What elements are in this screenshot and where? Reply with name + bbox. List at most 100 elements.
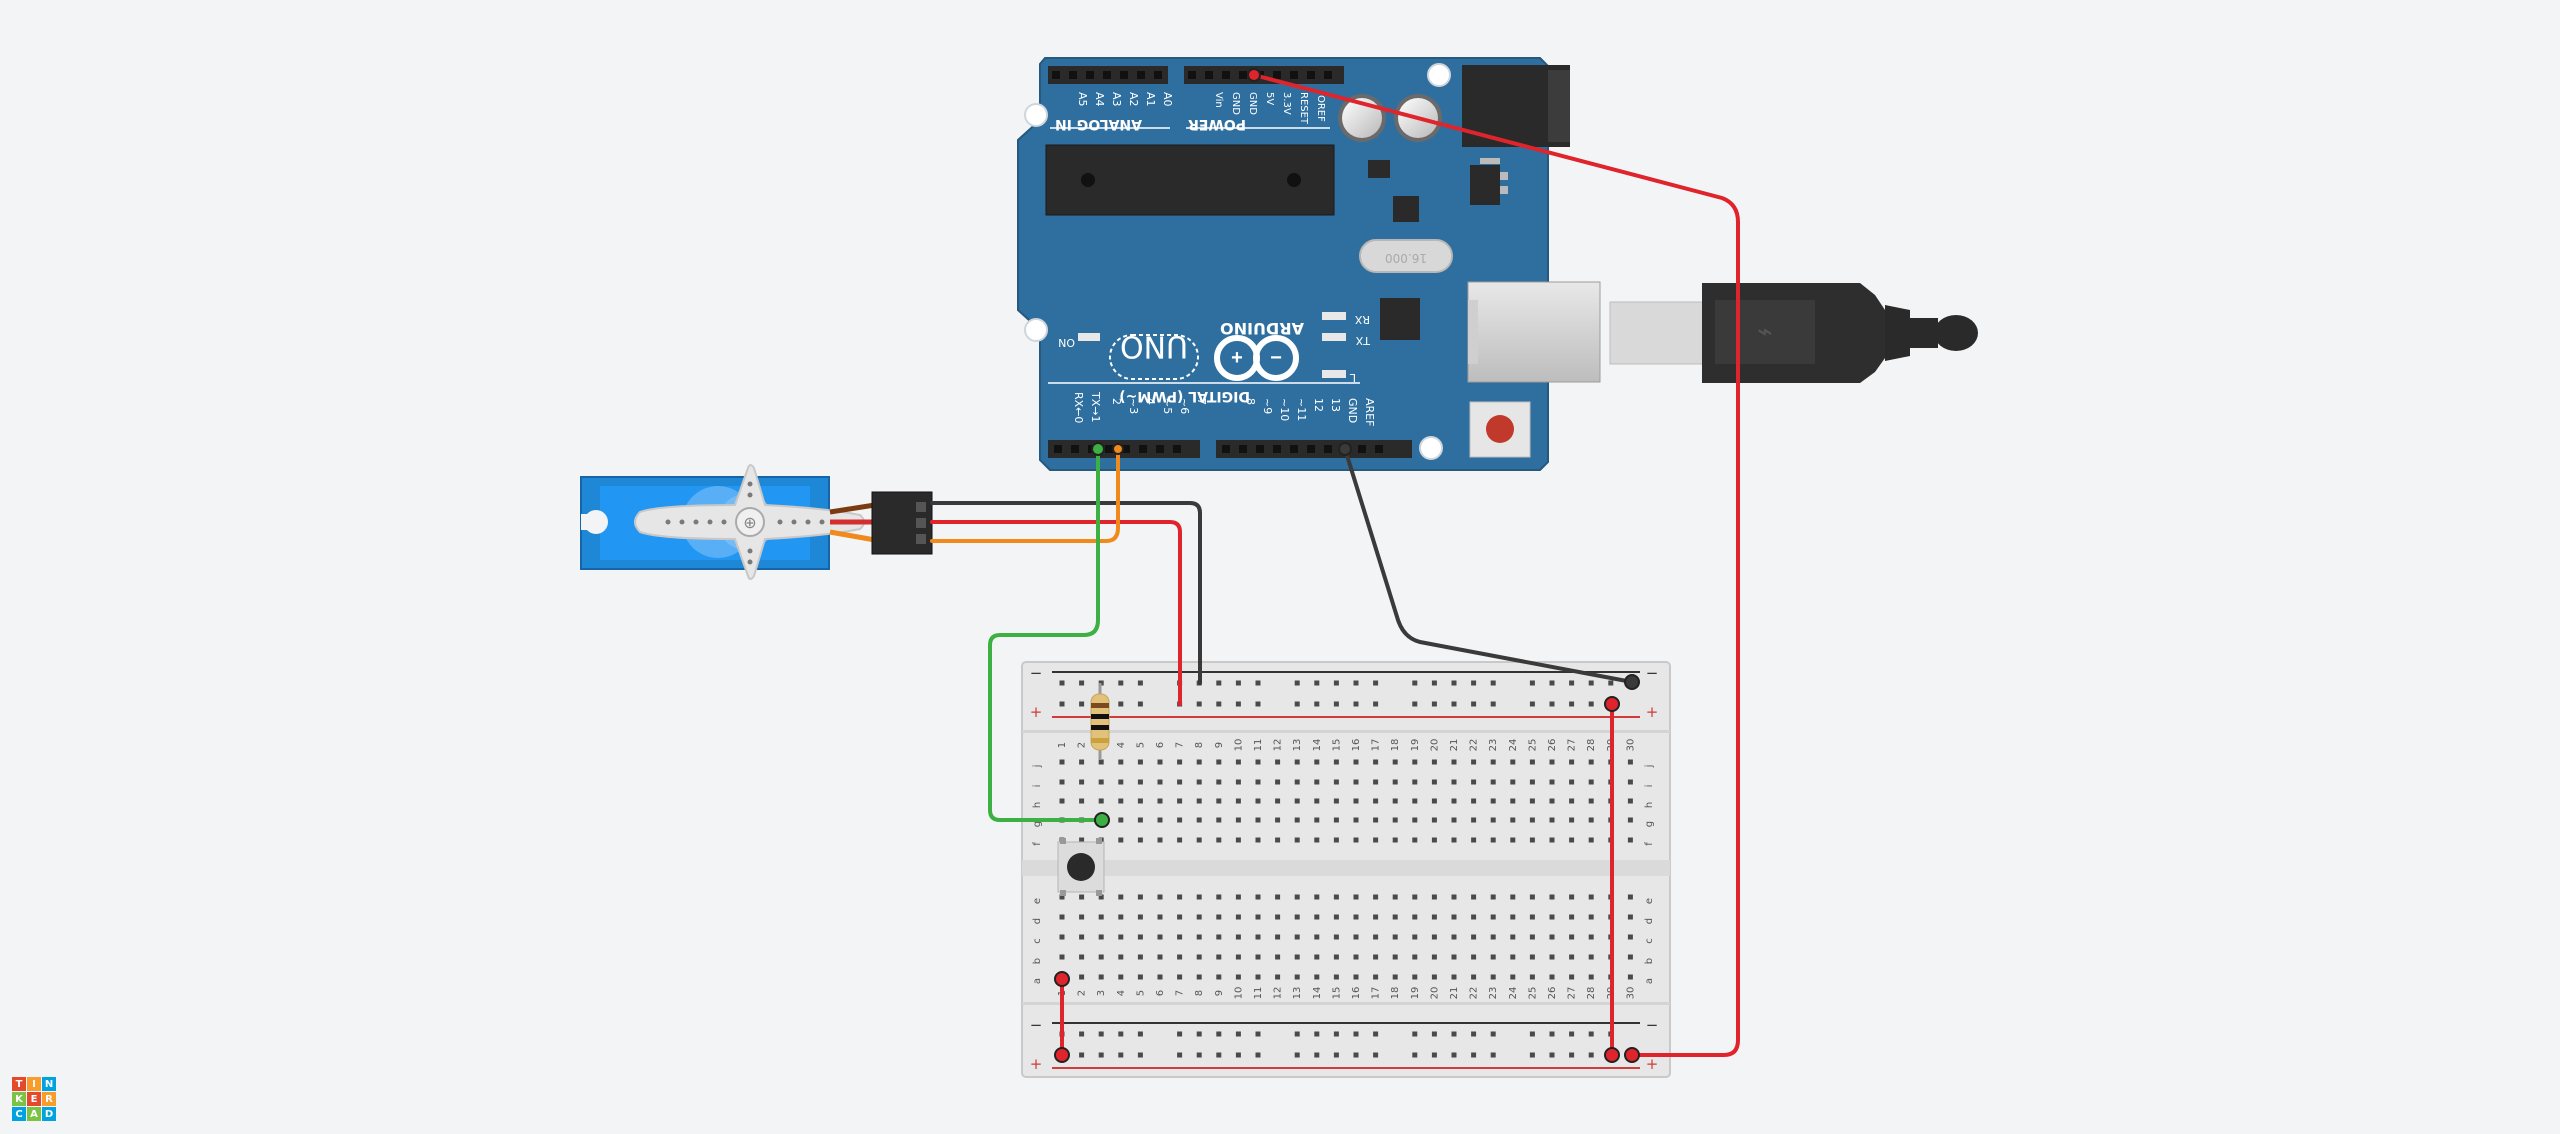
breadboard-hole[interactable] xyxy=(1373,934,1379,940)
breadboard-hole[interactable] xyxy=(1079,680,1085,686)
breadboard-hole[interactable] xyxy=(1569,934,1575,940)
breadboard-hole[interactable] xyxy=(1471,894,1477,900)
breadboard-hole[interactable] xyxy=(1510,837,1516,843)
breadboard-hole[interactable] xyxy=(1373,1052,1379,1058)
breadboard-hole[interactable] xyxy=(1353,974,1359,980)
breadboard-hole[interactable] xyxy=(1333,798,1339,804)
breadboard-hole[interactable] xyxy=(1216,1031,1222,1037)
breadboard-hole[interactable] xyxy=(1294,817,1300,823)
breadboard-hole[interactable] xyxy=(1333,1052,1339,1058)
breadboard-hole[interactable] xyxy=(1059,914,1065,920)
breadboard-hole[interactable] xyxy=(1588,954,1594,960)
breadboard-hole[interactable] xyxy=(1314,817,1320,823)
breadboard-hole[interactable] xyxy=(1431,954,1437,960)
breadboard-hole[interactable] xyxy=(1157,837,1163,843)
breadboard-hole[interactable] xyxy=(1471,934,1477,940)
breadboard-hole[interactable] xyxy=(1392,934,1398,940)
breadboard-hole[interactable] xyxy=(1118,954,1124,960)
breadboard-hole[interactable] xyxy=(1471,974,1477,980)
breadboard-hole[interactable] xyxy=(1196,894,1202,900)
breadboard-hole[interactable] xyxy=(1216,680,1222,686)
breadboard-hole[interactable] xyxy=(1353,934,1359,940)
breadboard-hole[interactable] xyxy=(1177,974,1183,980)
breadboard-hole[interactable] xyxy=(1490,798,1496,804)
breadboard-hole[interactable] xyxy=(1392,759,1398,765)
breadboard-hole[interactable] xyxy=(1137,894,1143,900)
breadboard-hole[interactable] xyxy=(1275,817,1281,823)
breadboard-hole[interactable] xyxy=(1392,954,1398,960)
breadboard-hole[interactable] xyxy=(1412,817,1418,823)
breadboard-hole[interactable] xyxy=(1255,954,1261,960)
breadboard-hole[interactable] xyxy=(1216,894,1222,900)
breadboard-hole[interactable] xyxy=(1059,798,1065,804)
breadboard-hole[interactable] xyxy=(1157,894,1163,900)
breadboard-hole[interactable] xyxy=(1392,894,1398,900)
breadboard-hole[interactable] xyxy=(1569,1031,1575,1037)
breadboard-hole[interactable] xyxy=(1490,914,1496,920)
breadboard-hole[interactable] xyxy=(1431,1031,1437,1037)
wire-endpoint[interactable] xyxy=(1604,696,1620,712)
breadboard-hole[interactable] xyxy=(1451,934,1457,940)
breadboard-hole[interactable] xyxy=(1451,1031,1457,1037)
breadboard-hole[interactable] xyxy=(1549,680,1555,686)
breadboard-hole[interactable] xyxy=(1196,701,1202,707)
breadboard-hole[interactable] xyxy=(1451,894,1457,900)
breadboard-hole[interactable] xyxy=(1235,837,1241,843)
breadboard-hole[interactable] xyxy=(1333,680,1339,686)
breadboard-hole[interactable] xyxy=(1569,759,1575,765)
breadboard-hole[interactable] xyxy=(1118,759,1124,765)
breadboard-hole[interactable] xyxy=(1569,837,1575,843)
breadboard-hole[interactable] xyxy=(1137,914,1143,920)
breadboard-hole[interactable] xyxy=(1569,798,1575,804)
breadboard-hole[interactable] xyxy=(1471,779,1477,785)
breadboard-hole[interactable] xyxy=(1510,798,1516,804)
breadboard-hole[interactable] xyxy=(1118,914,1124,920)
breadboard-hole[interactable] xyxy=(1549,798,1555,804)
breadboard-hole[interactable] xyxy=(1177,817,1183,823)
breadboard-hole[interactable] xyxy=(1275,837,1281,843)
breadboard-hole[interactable] xyxy=(1216,954,1222,960)
breadboard-hole[interactable] xyxy=(1588,798,1594,804)
breadboard-hole[interactable] xyxy=(1314,779,1320,785)
breadboard-hole[interactable] xyxy=(1294,1052,1300,1058)
breadboard-hole[interactable] xyxy=(1157,954,1163,960)
breadboard-hole[interactable] xyxy=(1529,759,1535,765)
breadboard-hole[interactable] xyxy=(1137,759,1143,765)
breadboard-hole[interactable] xyxy=(1079,837,1085,843)
breadboard-hole[interactable] xyxy=(1118,701,1124,707)
breadboard-hole[interactable] xyxy=(1216,759,1222,765)
breadboard-hole[interactable] xyxy=(1431,837,1437,843)
breadboard-hole[interactable] xyxy=(1235,817,1241,823)
breadboard-hole[interactable] xyxy=(1059,759,1065,765)
breadboard-hole[interactable] xyxy=(1059,894,1065,900)
breadboard-hole[interactable] xyxy=(1177,798,1183,804)
breadboard-hole[interactable] xyxy=(1059,701,1065,707)
breadboard-hole[interactable] xyxy=(1275,798,1281,804)
breadboard-hole[interactable] xyxy=(1216,817,1222,823)
breadboard-hole[interactable] xyxy=(1549,817,1555,823)
breadboard-hole[interactable] xyxy=(1627,914,1633,920)
breadboard-hole[interactable] xyxy=(1216,779,1222,785)
breadboard-hole[interactable] xyxy=(1588,759,1594,765)
push-button[interactable] xyxy=(1057,838,1105,896)
breadboard-hole[interactable] xyxy=(1392,914,1398,920)
breadboard-hole[interactable] xyxy=(1353,798,1359,804)
breadboard-hole[interactable] xyxy=(1216,701,1222,707)
breadboard-hole[interactable] xyxy=(1255,817,1261,823)
breadboard-hole[interactable] xyxy=(1392,798,1398,804)
breadboard-hole[interactable] xyxy=(1588,974,1594,980)
breadboard-hole[interactable] xyxy=(1314,894,1320,900)
breadboard-hole[interactable] xyxy=(1275,779,1281,785)
breadboard-hole[interactable] xyxy=(1353,914,1359,920)
breadboard-hole[interactable] xyxy=(1431,680,1437,686)
breadboard-hole[interactable] xyxy=(1333,837,1339,843)
breadboard-hole[interactable] xyxy=(1235,701,1241,707)
breadboard-hole[interactable] xyxy=(1118,1031,1124,1037)
breadboard-hole[interactable] xyxy=(1196,1031,1202,1037)
breadboard-hole[interactable] xyxy=(1137,934,1143,940)
breadboard-hole[interactable] xyxy=(1549,1052,1555,1058)
breadboard-hole[interactable] xyxy=(1294,974,1300,980)
breadboard-hole[interactable] xyxy=(1627,954,1633,960)
breadboard-hole[interactable] xyxy=(1353,954,1359,960)
